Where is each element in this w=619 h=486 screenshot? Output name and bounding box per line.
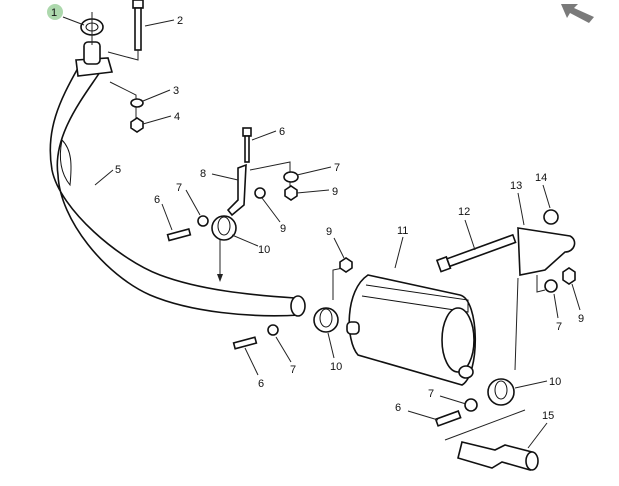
callout-8[interactable]: 8 (200, 168, 206, 180)
callout-6[interactable]: 6 (258, 378, 264, 390)
callout-9[interactable]: 9 (280, 223, 286, 235)
callout-10[interactable]: 10 (549, 376, 561, 388)
part-spacer-14[interactable] (543, 209, 559, 225)
arrow-up-left-icon (561, 4, 594, 23)
callout-9[interactable]: 9 (578, 313, 584, 325)
callout-7[interactable]: 7 (176, 182, 182, 194)
part-bolt-6a[interactable] (242, 127, 252, 137)
part-bolt-6b[interactable] (166, 228, 192, 242)
part-nut-4[interactable] (130, 117, 144, 133)
callout-6[interactable]: 6 (395, 402, 401, 414)
callout-2[interactable]: 2 (177, 15, 183, 27)
part-clamp-10c[interactable] (487, 378, 515, 406)
part-bolt-2[interactable] (132, 0, 144, 51)
callout-9[interactable]: 9 (326, 226, 332, 238)
part-muffler[interactable] (346, 274, 477, 386)
part-exhaust-pipe[interactable] (49, 41, 306, 317)
part-washer-3[interactable] (130, 98, 144, 108)
callout-labels: 1 2 3 4 5 6 7 8 9 7 6 9 10 9 11 12 13 14… (51, 7, 584, 422)
callout-15[interactable]: 15 (542, 410, 554, 422)
callout-1[interactable]: 1 (51, 7, 57, 19)
callout-9[interactable]: 9 (332, 186, 338, 198)
part-clamp-10a[interactable] (211, 215, 237, 241)
callout-3[interactable]: 3 (173, 85, 179, 97)
callout-6[interactable]: 6 (279, 126, 285, 138)
part-tailpipe[interactable] (457, 441, 533, 472)
back-button[interactable] (558, 2, 596, 24)
callout-11[interactable]: 11 (397, 225, 408, 237)
callout-5[interactable]: 5 (115, 164, 121, 176)
part-bolt-6c[interactable] (232, 336, 258, 350)
callout-6[interactable]: 6 (154, 194, 160, 206)
part-bracket[interactable] (226, 163, 247, 217)
callout-10[interactable]: 10 (258, 244, 270, 256)
part-clamp-10b[interactable] (313, 307, 339, 333)
callout-4[interactable]: 4 (174, 111, 180, 123)
callout-14[interactable]: 14 (535, 172, 547, 184)
callout-12[interactable]: 12 (458, 206, 470, 218)
callout-highlight (47, 4, 63, 20)
callout-7[interactable]: 7 (556, 321, 562, 333)
callout-7[interactable]: 7 (334, 162, 340, 174)
callout-13[interactable]: 13 (510, 180, 522, 192)
part-bolt-6d[interactable] (434, 410, 462, 427)
part-bolt-12[interactable] (435, 233, 517, 273)
part-bracket-13[interactable] (517, 227, 576, 276)
callout-7[interactable]: 7 (290, 364, 296, 376)
callout-10[interactable]: 10 (330, 361, 342, 373)
callout-7[interactable]: 7 (428, 388, 434, 400)
